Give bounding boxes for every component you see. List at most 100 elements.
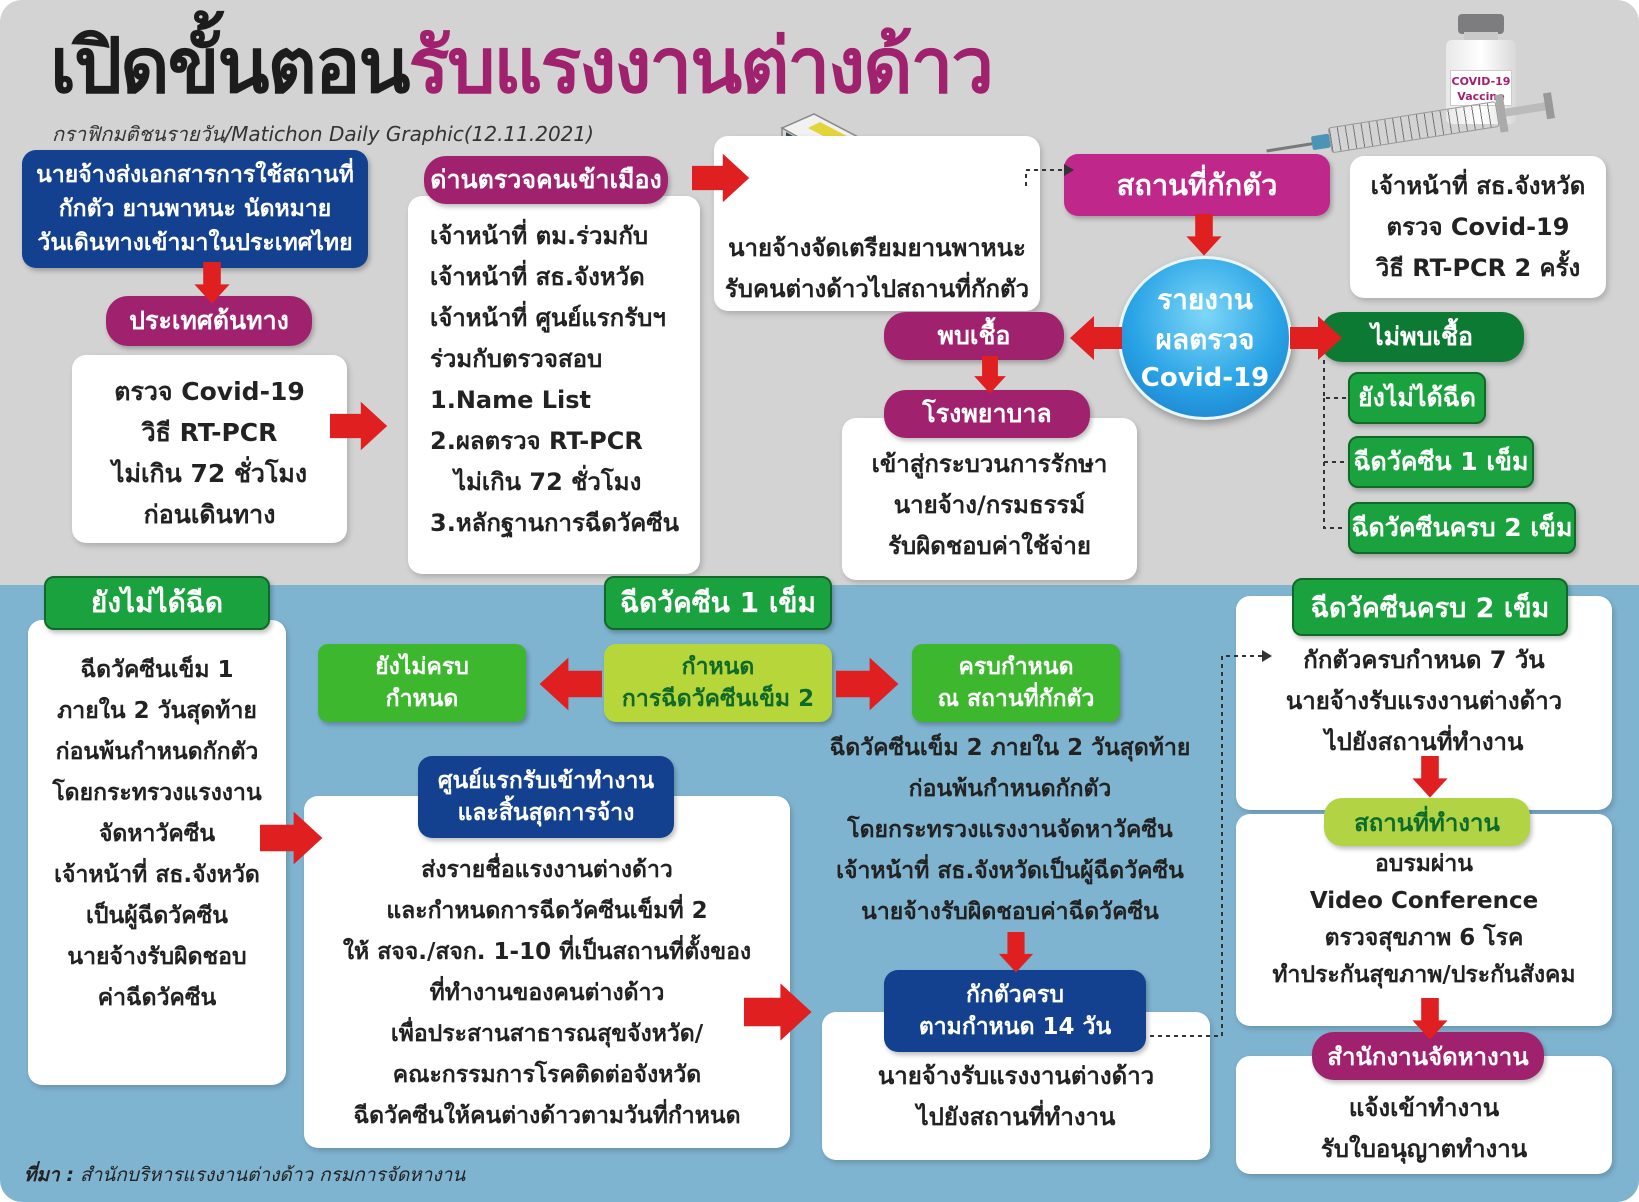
quarantine14-label: กักตัวครบ ตามกำหนด 14 วัน <box>884 970 1146 1052</box>
employer-docs-2: กักตัว ยานพาหนะ นัดหมาย <box>58 196 332 222</box>
arrow-positive-to-hospital <box>974 356 1006 394</box>
unvaccinated-text-2: ภายใน 2 วันสุดท้าย <box>57 698 257 724</box>
schedule-label-2: การฉีดวัคซีนเข็ม 2 <box>621 686 815 712</box>
center-label-1: ศูนย์แรกรับเข้าทำงาน <box>437 768 655 794</box>
title-part-1: เปิดขั้นตอน <box>50 21 410 110</box>
arrow-checkpoint-to-vehicle <box>692 153 750 203</box>
vaccine-label-line1: COVID-19 <box>1451 75 1511 88</box>
center-text-3: ให้ สจจ./สจก. 1-10 ที่เป็นสถานที่ตั้งของ <box>342 939 752 965</box>
arrow-schedule-to-due <box>836 657 899 711</box>
not-due-label: ยังไม่ครบ กำหนด <box>318 644 526 722</box>
dose2-text-2: ก่อนพ้นกำหนดกักตัว <box>908 776 1112 802</box>
vaccine-label-line2: Vaccine <box>1457 90 1505 103</box>
quarantine14-text-1: นายจ้างรับแรงงานต่างด้าว <box>877 1062 1155 1090</box>
hospital-text-1: เข้าสู่กระบวนการรักษา <box>871 450 1108 478</box>
origin-text-2: วิธี RT-PCR <box>141 418 278 447</box>
schedule-label-1: กำหนด <box>681 654 755 680</box>
due-label-1: ครบกำหนด <box>958 654 1074 680</box>
workplace-label: สถานที่ทำงาน <box>1324 798 1530 846</box>
unvaccinated-text-3: ก่อนพ้นกำหนดกักตัว <box>55 739 259 765</box>
checkpoint-text-8: 3.หลักฐานการฉีดวัคซีน <box>430 509 680 537</box>
employment-office-label: สำนักงานจัดหางาน <box>1312 1032 1544 1080</box>
workplace-text-3: ตรวจสุขภาพ 6 โรค <box>1324 925 1524 951</box>
origin-country-label: ประเทศต้นทาง <box>106 296 312 346</box>
arrow-two-dose-to-workplace <box>1412 756 1448 798</box>
quarantine-label: สถานที่กักตัว <box>1064 154 1330 216</box>
workplace-box: อบรมผ่าน Video Conference ตรวจสุขภาพ 6 โ… <box>1236 814 1612 1026</box>
report-text-1: รายงาน <box>1157 283 1253 316</box>
due-label-2: ณ สถานที่กักตัว <box>937 686 1095 712</box>
unvaccinated-box: ฉีดวัคซีนเข็ม 1 ภายใน 2 วันสุดท้าย ก่อนพ… <box>28 620 286 1085</box>
center-text-2: และกำหนดการฉีดวัคซีนเข็มที่ 2 <box>386 898 708 924</box>
report-text-3: Covid-19 <box>1140 363 1270 393</box>
subtitle: กราฟิกมติชนรายวัน/Matichon Daily Graphic… <box>52 122 594 146</box>
origin-text-1: ตรวจ Covid-19 <box>114 377 305 406</box>
vehicle-box: นายจ้างจัดเตรียมยานพาหนะ รับคนต่างด้าวไป… <box>714 136 1040 311</box>
unvaccinated-text-4: โดยกระทรวงแรงงาน <box>52 780 262 806</box>
two-dose-text-2: นายจ้างรับแรงงานต่างด้าว <box>1285 687 1563 715</box>
report-text-2: ผลตรวจ <box>1155 323 1255 356</box>
dose2-text: ฉีดวัคซีนเข็ม 2 ภายใน 2 วันสุดท้าย ก่อนพ… <box>800 728 1220 933</box>
health-check-text-3: วิธี RT-PCR 2 ครั้ง <box>1375 254 1581 282</box>
source-credit: ที่มา : สำนักบริหารแรงงานต่างด้าว กรมการ… <box>24 1160 465 1190</box>
unvaccinated-text-8: นายจ้างรับผิดชอบ <box>67 944 247 970</box>
employment-office-text-2: รับใบอนุญาตทำงาน <box>1320 1135 1528 1163</box>
vehicle-text-2: รับคนต่างด้าวไปสถานที่กักตัว <box>724 275 1030 303</box>
quarantine14-label-1: กักตัวครบ <box>965 982 1065 1008</box>
arrow-report-to-positive <box>1070 316 1122 360</box>
negative-label: ไม่พบเชื้อ <box>1320 312 1524 362</box>
unvaccinated-text-5: จัดหาวัคซีน <box>98 821 216 847</box>
employment-office-text-1: แจ้งเข้าทำงาน <box>1348 1094 1500 1122</box>
workplace-text-2: Video Conference <box>1309 888 1539 914</box>
center-text-1: ส่งรายชื่อแรงงานต่างด้าว <box>421 857 673 883</box>
employer-docs-1: นายจ้างส่งเอกสารการใช้สถานที่ <box>36 162 354 188</box>
center-label-2: และสิ้นสุดการจ้าง <box>457 800 635 826</box>
two-dose-text-1: กักตัวครบกำหนด 7 วัน <box>1303 646 1545 674</box>
arrow-docs-to-origin <box>194 262 230 304</box>
health-check-text-2: ตรวจ Covid-19 <box>1386 213 1570 241</box>
negative-option-one-dose: ฉีดวัคซีน 1 เข็ม <box>1348 436 1534 488</box>
checkpoint-text-1: เจ้าหน้าที่ ตม.ร่วมกับ <box>430 222 649 250</box>
checkpoint-box: เจ้าหน้าที่ ตม.ร่วมกับ เจ้าหน้าที่ สธ.จั… <box>408 196 700 574</box>
center-label: ศูนย์แรกรับเข้าทำงาน และสิ้นสุดการจ้าง <box>418 756 674 838</box>
schedule-label: กำหนด การฉีดวัคซีนเข็ม 2 <box>604 644 832 722</box>
arrow-unvaccinated-to-center <box>260 811 323 865</box>
not-due-label-1: ยังไม่ครบ <box>375 654 469 680</box>
origin-country-box: ตรวจ Covid-19 วิธี RT-PCR ไม่เกิน 72 ชั่… <box>72 355 347 543</box>
workplace-text-1: อบรมผ่าน <box>1374 851 1474 877</box>
health-check-box: เจ้าหน้าที่ สธ.จังหวัด ตรวจ Covid-19 วิธ… <box>1350 156 1606 298</box>
arrow-report-to-negative <box>1290 316 1342 360</box>
quarantine14-text-2: ไปยังสถานที่ทำงาน <box>916 1103 1116 1131</box>
source-text: สำนักบริหารแรงงานต่างด้าว กรมการจัดหางาน <box>79 1164 466 1186</box>
employer-docs-3: วันเดินทางเข้ามาในประเทศไทย <box>37 230 353 256</box>
dose2-text-4: เจ้าหน้าที่ สธ.จังหวัดเป็นผู้ฉีดวัคซีน <box>836 858 1184 884</box>
checkpoint-text-6: 2.ผลตรวจ RT-PCR <box>430 427 643 455</box>
hospital-box: เข้าสู่กระบวนการรักษา นายจ้าง/กรมธรรม์ ร… <box>842 418 1137 580</box>
page-title: เปิดขั้นตอนรับแรงงานต่างด้าว <box>50 20 994 112</box>
unvaccinated-text-6: เจ้าหน้าที่ สธ.จังหวัด <box>54 862 260 888</box>
two-dose-label: ฉีดวัคซีนครบ 2 เข็ม <box>1292 578 1568 636</box>
unvaccinated-text-1: ฉีดวัคซีนเข็ม 1 <box>80 657 234 683</box>
employer-docs-label: นายจ้างส่งเอกสารการใช้สถานที่ กักตัว ยาน… <box>22 150 368 268</box>
arrow-workplace-to-office <box>1412 998 1448 1040</box>
positive-label: พบเชื้อ <box>884 312 1064 360</box>
center-text-4: ที่ทำงานของคนต่างด้าว <box>429 980 665 1006</box>
hospital-label: โรงพยาบาล <box>884 390 1090 438</box>
due-label: ครบกำหนด ณ สถานที่กักตัว <box>912 644 1120 722</box>
vehicle-text-1: นายจ้างจัดเตรียมยานพาหนะ <box>728 234 1026 262</box>
checkpoint-text-4: ร่วมกับตรวจสอบ <box>430 345 603 373</box>
origin-text-4: ก่อนเดินทาง <box>143 500 276 529</box>
dose2-text-5: นายจ้างรับผิดชอบค่าฉีดวัคซีน <box>861 899 1159 925</box>
dose2-text-1: ฉีดวัคซีนเข็ม 2 ภายใน 2 วันสุดท้าย <box>829 735 1191 761</box>
arrow-quarantine-to-report <box>1186 214 1222 256</box>
checkpoint-label: ด่านตรวจคนเข้าเมือง <box>424 156 668 204</box>
arrow-schedule-to-not-due <box>539 657 602 711</box>
center-text-5: เพื่อประสานสาธารณสุขจังหวัด/ <box>390 1021 704 1047</box>
checkpoint-text-7: ไม่เกิน 72 ชั่วโมง <box>454 468 642 496</box>
unvaccinated-text-7: เป็นผู้ฉีดวัคซีน <box>86 903 228 929</box>
origin-text-3: ไม่เกิน 72 ชั่วโมง <box>111 459 308 488</box>
unvaccinated-text-9: ค่าฉีดวัคซีน <box>97 985 217 1011</box>
not-due-label-2: กำหนด <box>385 686 459 712</box>
center-text-7: ฉีดวัคซีนให้คนต่างด้าวตามวันที่กำหนด <box>353 1103 741 1129</box>
